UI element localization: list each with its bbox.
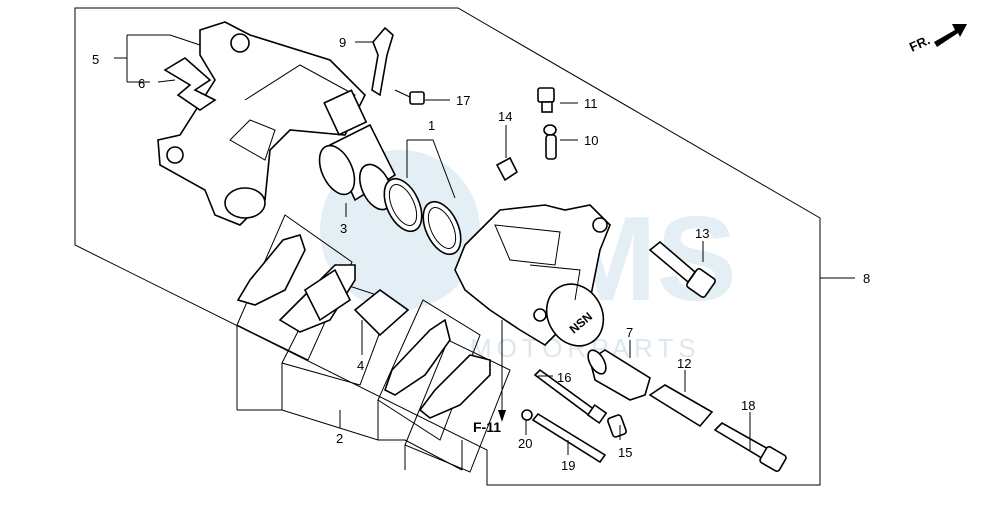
piston-seal-outer <box>383 177 423 233</box>
callout-11: 11 <box>584 96 598 111</box>
callout-10: 10 <box>584 133 598 148</box>
callout-17: 17 <box>456 93 470 108</box>
callout-7: 7 <box>626 325 633 340</box>
callout-18: 18 <box>741 398 755 413</box>
leader-line <box>427 207 457 249</box>
pin-boot <box>495 156 519 182</box>
front-direction-arrow: FR. <box>907 24 967 55</box>
piston-seal-inner <box>422 200 462 256</box>
section-reference: F-11 <box>473 320 506 435</box>
direction-label: FR. <box>907 32 932 54</box>
sleeve <box>648 384 714 428</box>
callout-5: 5 <box>92 52 99 67</box>
caliper-body: NSN <box>454 204 611 347</box>
pin-clip <box>371 26 394 97</box>
leader-line <box>237 409 463 471</box>
callout-labels: 1 2 3 4 5 6 7 8 9 10 11 12 13 14 15 16 1… <box>92 35 870 473</box>
callout-20: 20 <box>518 436 532 451</box>
arrow-icon <box>934 24 967 47</box>
pad-retainer <box>353 288 410 337</box>
callout-6: 6 <box>138 76 145 91</box>
slide-pin-boot <box>587 349 651 401</box>
caliper-bracket <box>157 21 368 226</box>
callout-19: 19 <box>561 458 575 473</box>
callout-3: 3 <box>340 221 347 236</box>
bleeder-valve <box>537 87 557 160</box>
callout-2: 2 <box>336 431 343 446</box>
pad-pin <box>533 368 627 438</box>
pad-spring <box>163 57 217 111</box>
pad-pin-lower <box>521 409 607 464</box>
leader-line <box>127 34 201 46</box>
callout-14: 14 <box>498 109 512 124</box>
brake-pads <box>236 234 491 419</box>
pad-box-3 <box>377 299 481 441</box>
callout-12: 12 <box>677 356 691 371</box>
caliper-assembly-outline <box>74 7 821 486</box>
bolt-18 <box>713 422 787 472</box>
callout-1: 1 <box>428 118 435 133</box>
callout-16: 16 <box>557 370 571 385</box>
leader-line <box>388 184 418 226</box>
pin-bolt-13 <box>648 240 716 298</box>
callout-8: 8 <box>863 271 870 286</box>
callout-4: 4 <box>357 358 364 373</box>
callout-leaders <box>114 34 855 455</box>
pad-box-1 <box>236 214 353 361</box>
section-ref-label: F-11 <box>473 419 501 435</box>
callout-13: 13 <box>695 226 709 241</box>
bolt-17 <box>394 89 425 105</box>
callout-9: 9 <box>339 35 346 50</box>
callout-15: 15 <box>618 445 632 460</box>
